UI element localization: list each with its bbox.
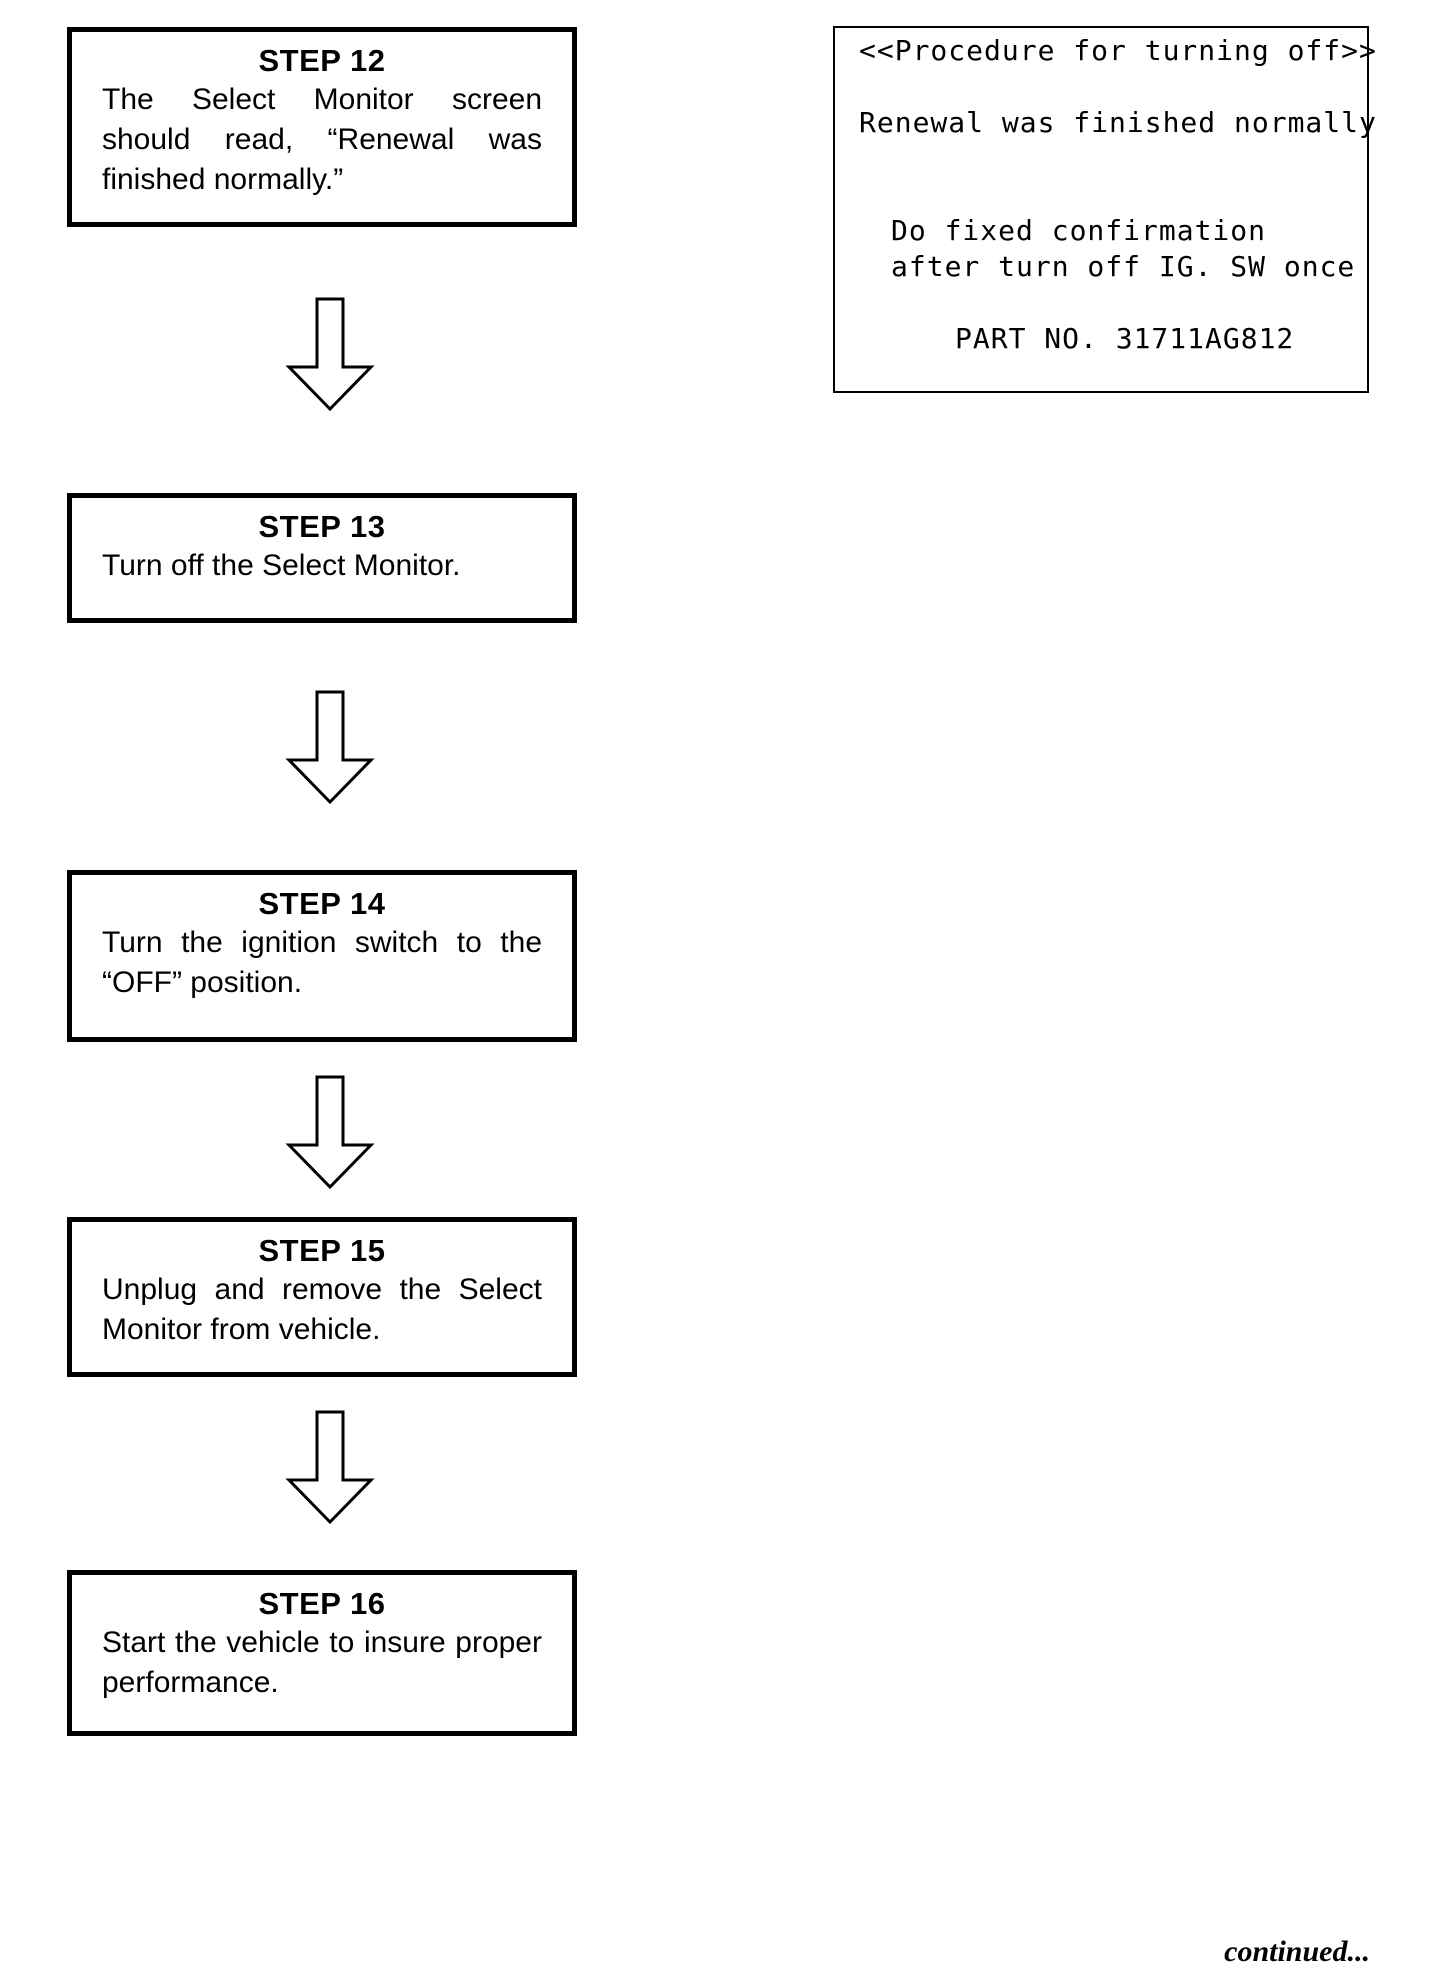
step-title: STEP 12	[258, 43, 386, 78]
select-monitor-screen: <<Procedure for turning off>> Renewal wa…	[833, 26, 1376, 393]
step-text: Unplug and remove the Select Monitor fro…	[102, 1273, 542, 1346]
step-text: Start the vehicle to insure proper perfo…	[102, 1626, 542, 1699]
step-15-box: STEP 15 Unplug and remove the Select Mon…	[67, 1217, 577, 1377]
step-text: The Select Monitor screen should read, “…	[102, 83, 542, 196]
step-title: STEP 16	[258, 1586, 386, 1621]
step-title: STEP 14	[258, 886, 386, 921]
screen-instruction-line1: Do fixed confirmation	[891, 214, 1267, 247]
screen-instruction-line2: after turn off IG. SW once	[891, 250, 1356, 283]
down-arrow-icon	[285, 297, 375, 412]
down-arrow-icon	[285, 1075, 375, 1190]
continued-label: continued...	[1224, 1935, 1370, 1968]
step-title: STEP 13	[258, 509, 386, 544]
step-title: STEP 15	[258, 1233, 386, 1268]
step-text: Turn off the Select Monitor.	[102, 549, 461, 582]
step-text: Turn the ignition switch to the “OFF” po…	[102, 926, 542, 999]
down-arrow-icon	[285, 690, 375, 805]
step-12-box: STEP 12 The Select Monitor screen should…	[67, 27, 577, 227]
screen-message: Renewal was finished normally	[859, 106, 1377, 139]
screen-header: <<Procedure for turning off>>	[859, 34, 1377, 67]
step-14-box: STEP 14 Turn the ignition switch to the …	[67, 870, 577, 1042]
screen-part-number: PART NO. 31711AG812	[955, 322, 1295, 355]
down-arrow-icon	[285, 1410, 375, 1525]
step-13-box: STEP 13 Turn off the Select Monitor.	[67, 493, 577, 623]
step-16-box: STEP 16 Start the vehicle to insure prop…	[67, 1570, 577, 1736]
